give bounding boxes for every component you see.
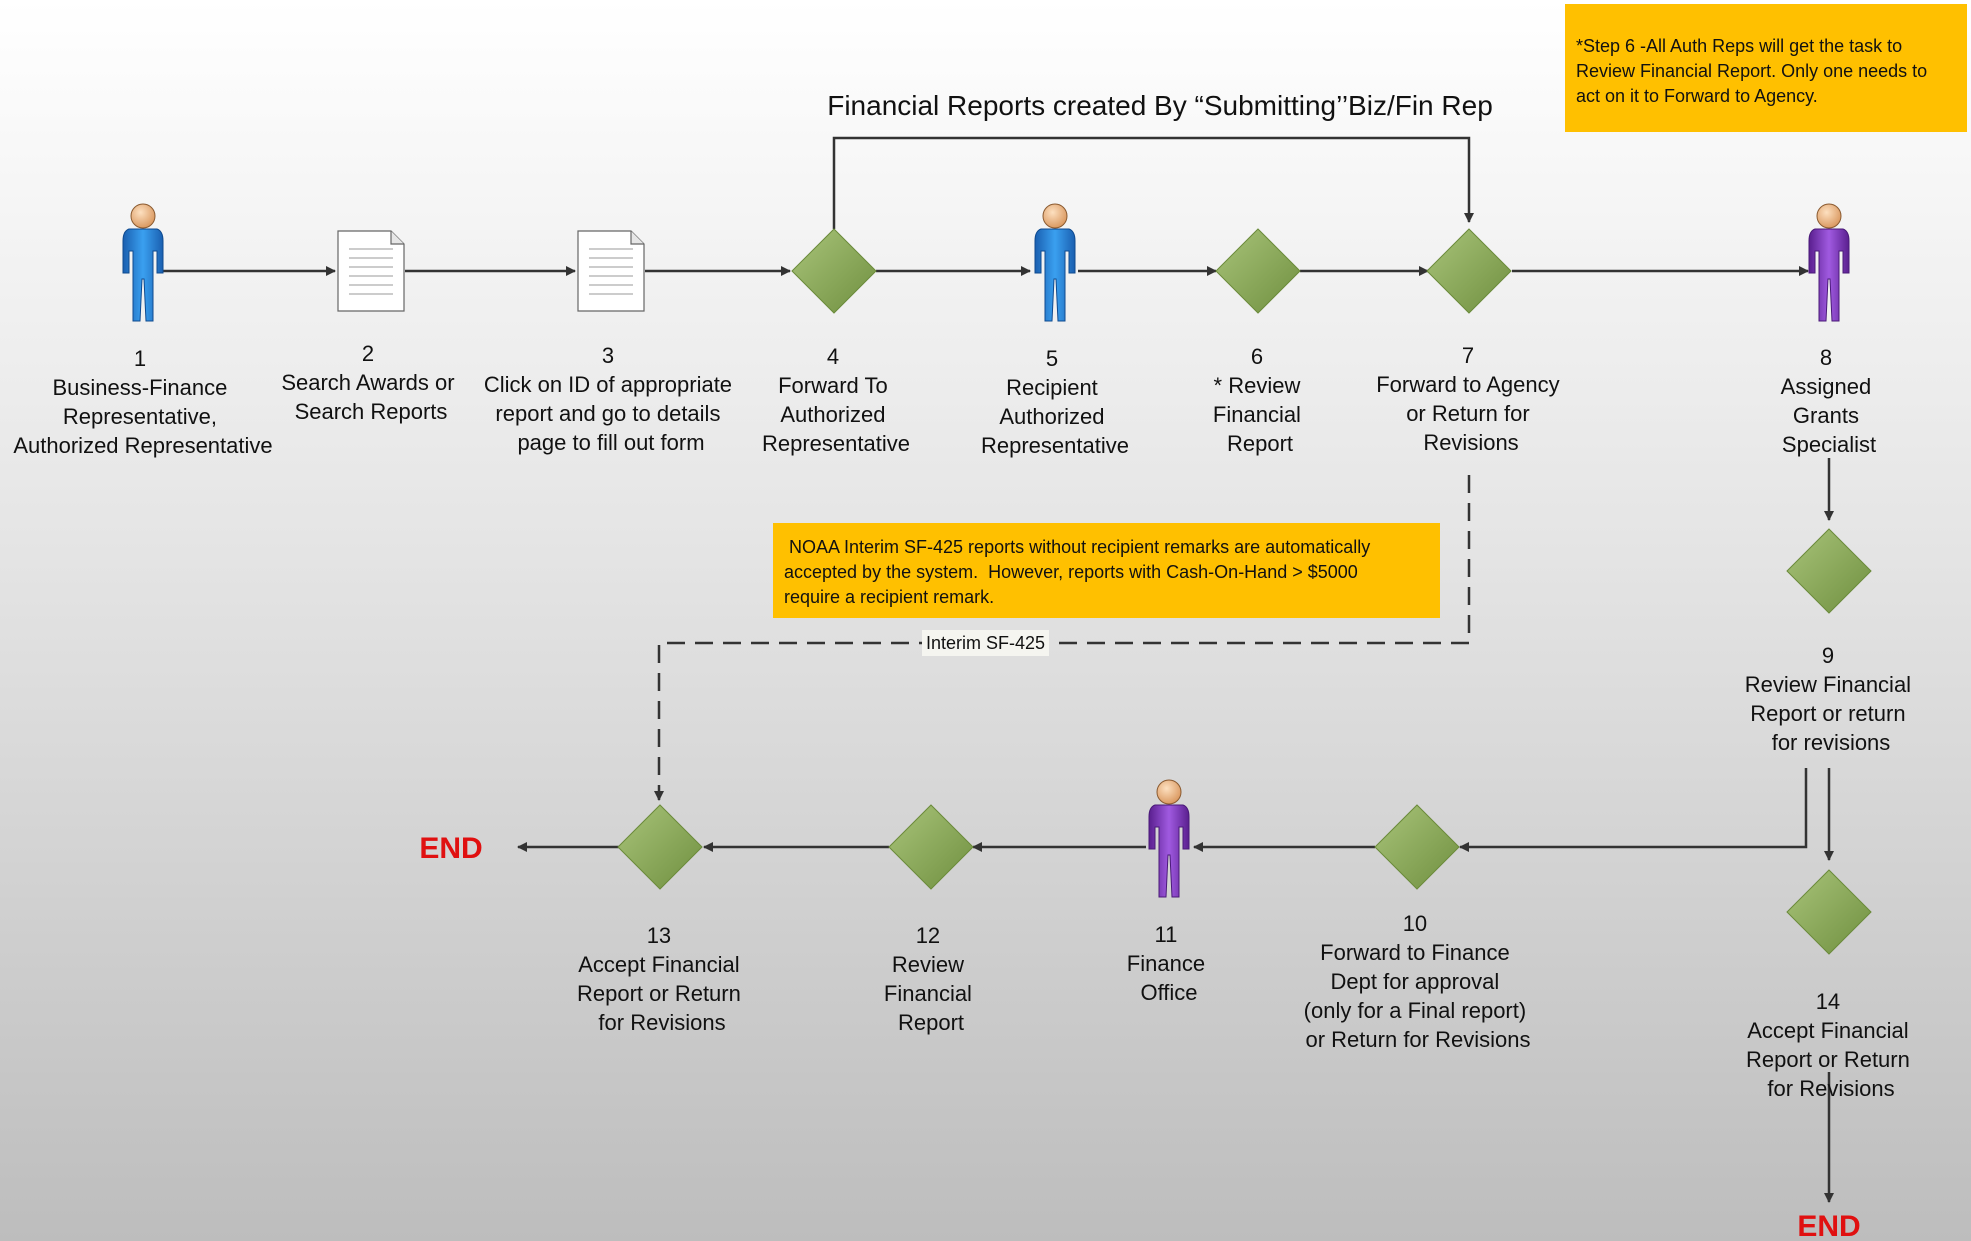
- note-line: act on it to Forward to Agency.: [1576, 86, 1818, 106]
- step-14-label: 14 Accept Financial Report or Return for…: [1746, 989, 1916, 1101]
- step-13-label: 13 Accept Financial Report or Return for…: [577, 923, 747, 1035]
- step-11-shape: [1148, 779, 1190, 898]
- step-6-label: 6 * Review Financial Report: [1213, 344, 1307, 456]
- connector-9-10: [1459, 768, 1808, 852]
- step-4-shape: [791, 228, 877, 314]
- step-8-shape: [1808, 203, 1850, 322]
- step-7-shape: [1426, 228, 1512, 314]
- step-10-shape: [1374, 804, 1460, 890]
- step-4-label: 4 Forward To Authorized Representative: [762, 344, 910, 456]
- note-line: Review Financial Report. Only one needs …: [1576, 61, 1928, 81]
- step-6-shape: [1215, 228, 1301, 314]
- step-9-label: 9 Review Financial Report or return for …: [1745, 643, 1917, 755]
- decision-diamond: [791, 228, 877, 314]
- person-icon: [1808, 203, 1850, 322]
- decision-diamond: [888, 804, 974, 890]
- diagram-title: Financial Reports created By “Submitting…: [827, 90, 1493, 121]
- step-2-shape: [337, 230, 405, 312]
- note-line: NOAA Interim SF-425 reports without reci…: [784, 537, 1371, 557]
- step-13-shape: [617, 804, 703, 890]
- interim-path-label: Interim SF-425: [922, 630, 1050, 656]
- document-icon: [577, 230, 645, 312]
- connector-4-7-bypass: [832, 136, 1474, 229]
- step-6-note: *Step 6 -All Auth Reps will get the task…: [1565, 4, 1967, 132]
- step-1-shape: [122, 203, 164, 322]
- note-line: require a recipient remark.: [784, 587, 995, 607]
- step-12-shape: [888, 804, 974, 890]
- decision-diamond: [1786, 528, 1872, 614]
- decision-diamond: [1786, 869, 1872, 955]
- person-icon: [122, 203, 164, 322]
- step-5-label: 5 Recipient Authorized Representative: [981, 346, 1129, 458]
- step-10-label: 10 Forward to Finance Dept for approval …: [1304, 911, 1533, 1052]
- noaa-note: NOAA Interim SF-425 reports without reci…: [773, 523, 1440, 618]
- step-5-shape: [1034, 203, 1076, 322]
- note-line: accepted by the system. However, reports…: [784, 562, 1358, 582]
- step-7-label: 7 Forward to Agency or Return for Revisi…: [1376, 343, 1566, 455]
- step-14-shape: [1786, 869, 1872, 955]
- step-9-shape: [1786, 528, 1872, 614]
- connectors: [163, 136, 1834, 1203]
- decision-diamond: [1215, 228, 1301, 314]
- step-3-label: 3 Click on ID of appropriate report and …: [484, 343, 738, 455]
- step-1-label: 1 Business-Finance Representative, Autho…: [13, 346, 272, 458]
- step-3-shape: [577, 230, 645, 312]
- end-marker-left: END: [419, 832, 482, 865]
- document-icon: [337, 230, 405, 312]
- step-12-label: 12 Review Financial Report: [884, 923, 978, 1035]
- decision-diamond: [617, 804, 703, 890]
- connector-7-13-interim: [654, 475, 1471, 801]
- step-2-label: 2 Search Awards or Search Reports: [281, 341, 460, 424]
- step-11-label: 11 Finance Office: [1127, 922, 1211, 1005]
- person-icon: [1034, 203, 1076, 322]
- person-icon: [1148, 779, 1190, 898]
- note-line: *Step 6 -All Auth Reps will get the task…: [1576, 36, 1903, 56]
- end-marker-bottom: END: [1797, 1210, 1860, 1241]
- step-8-label: 8 Assigned Grants Specialist: [1781, 345, 1878, 457]
- decision-diamond: [1426, 228, 1512, 314]
- decision-diamond: [1374, 804, 1460, 890]
